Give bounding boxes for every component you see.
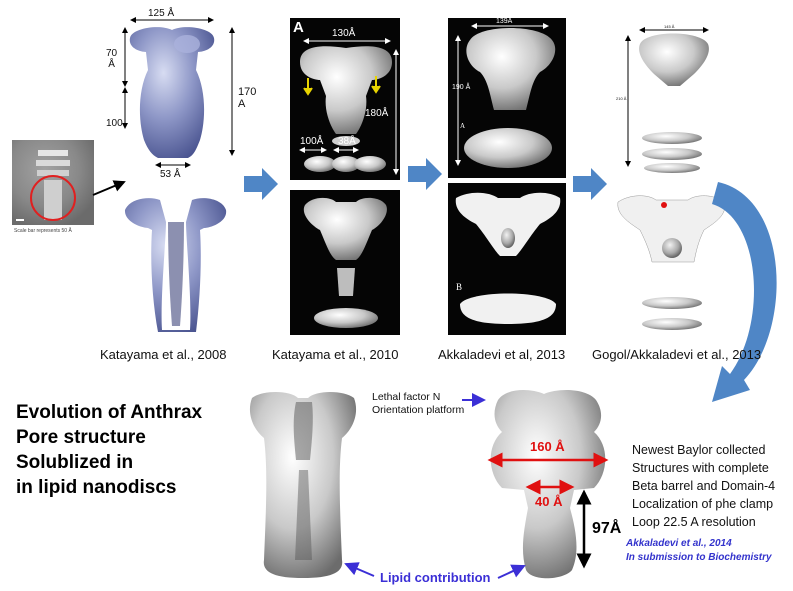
dim-gogol-top: 145 Å [664,24,674,29]
dim-190: 190 Å [452,84,470,91]
caption-2008: Katayama et al., 2008 [100,347,226,362]
panel-gogol [618,30,725,330]
dim-139: 139Å [496,18,512,25]
final-surface [490,390,606,578]
label-arrows [346,400,524,578]
caption-2013: Akkaladevi et al, 2013 [438,347,565,362]
dim-100-2010: 100Å [300,136,323,147]
dim-97: 97Å [592,520,621,538]
dim-100: 100 [106,118,123,129]
panel-letter-2013-B: B [456,282,462,292]
em-class-average-image [12,140,94,225]
panel-2010-bottom [290,190,400,335]
em-scale-caption: Scale bar represents 50 Å [14,228,72,234]
arrow-right-3 [573,168,607,200]
dim-gogol-side: 210 Å [616,96,626,101]
panel-letter-A: A [293,19,304,36]
final-cutaway [250,392,356,578]
panel-2013-bottom [448,183,566,335]
structure-2008-surface [130,27,214,158]
dim-160: 160 Å [530,439,565,454]
dim-53: 53 Å [160,169,181,180]
dim-38: 38Å [338,136,356,147]
panel-2013-top [448,18,566,178]
dim-180: 180Å [365,108,388,119]
lipid-contribution-label: Lipid contribution [380,570,490,585]
dim-40: 40 Å [535,494,562,509]
dim-130: 130Å [332,28,355,39]
arrow-right-2 [408,158,442,190]
caption-2010: Katayama et al., 2010 [272,347,398,362]
panel-2010-top [290,18,400,180]
caption-gogol-2013: Gogol/Akkaladevi et al., 2013 [592,347,761,362]
pointer-arrow [93,182,124,195]
panel-letter-2013-A: A [460,122,465,130]
arrow-right-1 [244,168,278,200]
structure-2008-cutaway [125,198,226,332]
dim-125: 125 Å [148,8,174,19]
